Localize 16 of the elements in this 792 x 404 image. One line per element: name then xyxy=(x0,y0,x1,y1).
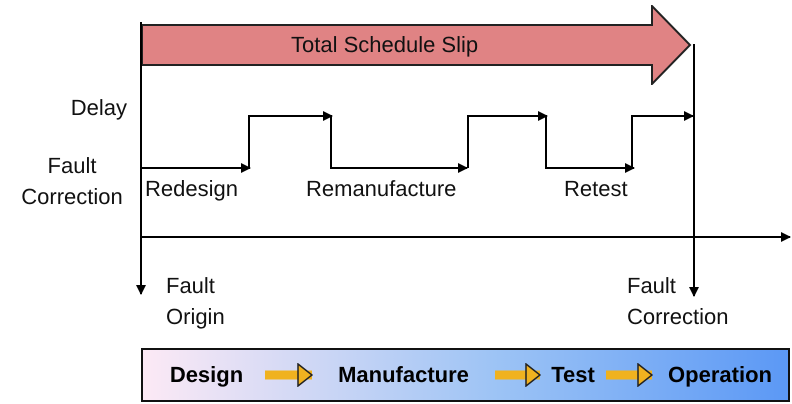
step-label: Retest xyxy=(564,175,629,203)
event-label: Fault Correction xyxy=(627,272,730,331)
block-arrow xyxy=(265,363,313,387)
event-label: Fault Origin xyxy=(166,272,226,331)
step-label: Remanufacture xyxy=(306,175,458,203)
block-arrow xyxy=(495,363,541,387)
block-arrow xyxy=(606,363,653,387)
phase-band xyxy=(141,348,790,402)
phase-label: Test xyxy=(540,350,606,400)
phase-label: Manufacture xyxy=(312,350,495,400)
phase-label: Operation xyxy=(652,350,788,400)
phase-label: Design xyxy=(148,350,265,400)
arrow-label: Total Schedule Slip xyxy=(291,31,478,59)
axis-label: Fault Correction xyxy=(20,152,124,211)
axis-label: Delay xyxy=(70,94,127,122)
step-label: Redesign xyxy=(145,175,239,203)
